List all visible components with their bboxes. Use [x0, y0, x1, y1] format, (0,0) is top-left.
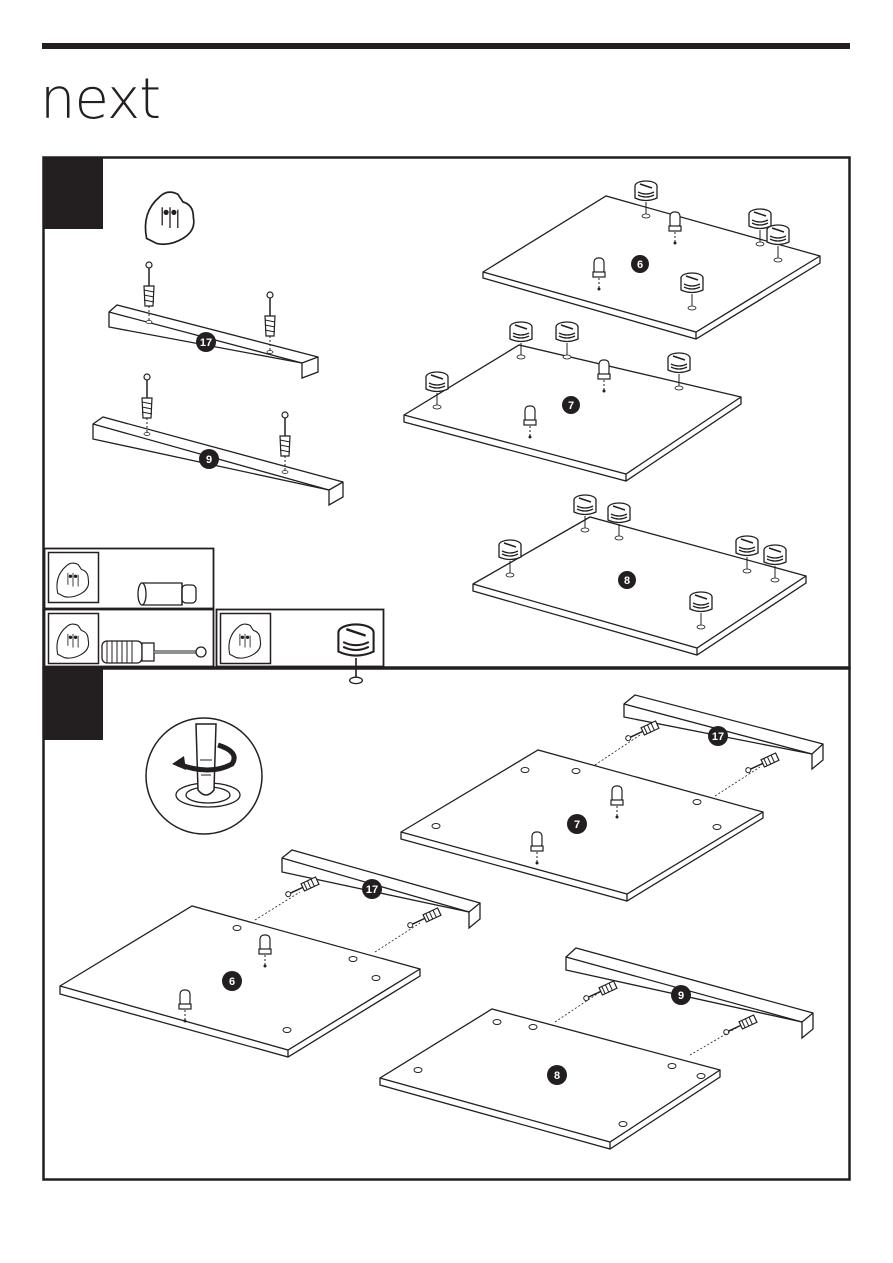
panel-8: [473, 495, 806, 655]
part-badge-7: 7: [562, 396, 580, 414]
part-badge-7-step2: 7: [567, 814, 587, 834]
part-badge-17-upper: 17: [708, 726, 728, 746]
part-label-9: 9: [206, 454, 212, 466]
part-badge-9: 9: [199, 449, 219, 469]
step1-number-block: [43, 157, 103, 229]
legend-cam-bolt: [45, 610, 214, 667]
part-badge-8: 8: [618, 571, 636, 589]
part-label-7-step2: 7: [574, 819, 580, 831]
part-badge-8-step2: 8: [547, 1065, 567, 1085]
part-badge-17: 17: [196, 332, 216, 352]
hand-press-icon: [145, 192, 193, 244]
part-badge-6-step2: 6: [222, 971, 242, 991]
part-badge-9-step2: 9: [671, 985, 691, 1005]
panel-6-step2: [60, 892, 420, 1057]
panel-6: [483, 181, 820, 339]
part-label-6: 6: [637, 259, 643, 271]
rail-9: [93, 374, 343, 505]
part-label-17-upper: 17: [712, 731, 724, 743]
part-label-17-lower: 17: [366, 884, 378, 896]
part-label-7: 7: [568, 400, 574, 412]
screwdriver-icon: [196, 724, 216, 795]
part-badge-17-lower: 17: [362, 879, 382, 899]
legend-cam-lock: [217, 610, 384, 684]
rail-17: [109, 262, 318, 378]
legend-dowel: [45, 549, 214, 609]
step2-number-block: [43, 668, 103, 740]
part-badge-6: 6: [631, 255, 649, 273]
part-label-8-step2: 8: [554, 1070, 560, 1082]
dowel-icon: [138, 583, 196, 605]
part-label-17: 17: [200, 337, 212, 349]
part-label-8: 8: [624, 575, 630, 587]
part-label-9-step2: 9: [678, 990, 684, 1002]
screwdriver-detail: [146, 718, 262, 834]
part-label-6-step2: 6: [229, 976, 235, 988]
cam-lock-icon: [338, 624, 373, 683]
